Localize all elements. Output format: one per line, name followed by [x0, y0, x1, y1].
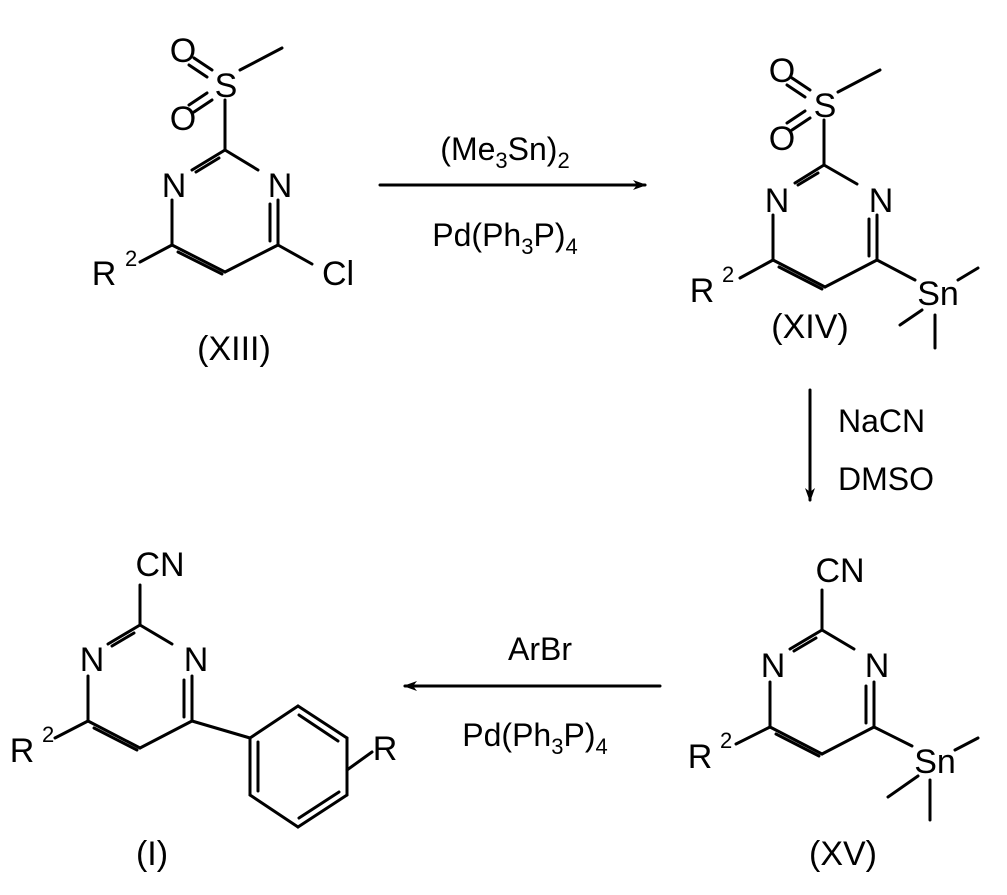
xiii-sulfur: S [215, 67, 238, 105]
step2-solvent-dmso: DMSO [838, 461, 934, 497]
xv-cyano: CN [815, 552, 864, 590]
reaction-step-1: (Me3Sn)2 Pd(Ph3P)4 [380, 131, 645, 259]
compound-i: CN N N R 2 R (I) [10, 546, 398, 873]
xv-nitrogen-3: N [865, 647, 890, 685]
xv-label: (XV) [809, 835, 877, 873]
xiii-chlorine: Cl [322, 255, 354, 293]
xiii-nitrogen-3: N [268, 167, 293, 205]
xv-nitrogen-1: N [761, 647, 786, 685]
reaction-step-3: ArBr Pd(Ph3P)4 [405, 631, 660, 759]
i-r-group: R [10, 732, 35, 770]
i-ring-substituent-r: R [373, 730, 398, 768]
step2-reagent-nacn: NaCN [838, 403, 925, 439]
compound-xiv: O O S N N R 2 Sn (XIV) [690, 52, 978, 348]
xiv-label: (XIV) [771, 308, 848, 346]
i-bonds [55, 585, 372, 827]
xiv-tin: Sn [917, 275, 959, 313]
step1-catalyst-below: Pd(Ph3P)4 [432, 217, 577, 259]
xiv-nitrogen-3: N [869, 182, 894, 220]
i-cyano: CN [135, 546, 184, 584]
xv-r-group: R [688, 738, 713, 776]
xiv-r-group: R [690, 272, 715, 310]
xv-tin: Sn [914, 743, 956, 781]
xiv-oxygen-1: O [769, 52, 795, 90]
reaction-step-2: NaCN DMSO [810, 390, 934, 500]
xv-bonds [736, 590, 978, 820]
xiv-sulfur: S [814, 87, 837, 125]
xiv-oxygen-2: O [769, 120, 795, 158]
xv-r-superscript: 2 [720, 728, 732, 753]
step1-reagent-above: (Me3Sn)2 [440, 131, 569, 173]
step3-reagent-arbr: ArBr [508, 631, 572, 667]
i-label: (I) [136, 835, 168, 873]
xiii-r-superscript: 2 [125, 246, 137, 271]
xiii-nitrogen-1: N [162, 167, 187, 205]
xiv-nitrogen-1: N [765, 182, 790, 220]
xiii-oxygen-2: O [170, 100, 196, 138]
xiii-oxygen-1: O [170, 32, 196, 70]
i-r-superscript: 2 [42, 722, 54, 747]
compound-xiii: O O S N N R 2 Cl (XIII) [92, 32, 354, 368]
i-nitrogen-1: N [80, 641, 105, 679]
i-nitrogen-3: N [184, 641, 209, 679]
xiv-r-superscript: 2 [722, 262, 734, 287]
compound-xv: CN N N R 2 Sn (XV) [688, 552, 978, 873]
xiii-r-group: R [92, 255, 117, 293]
xiii-label: (XIII) [197, 330, 271, 368]
step3-catalyst-below: Pd(Ph3P)4 [462, 717, 607, 759]
